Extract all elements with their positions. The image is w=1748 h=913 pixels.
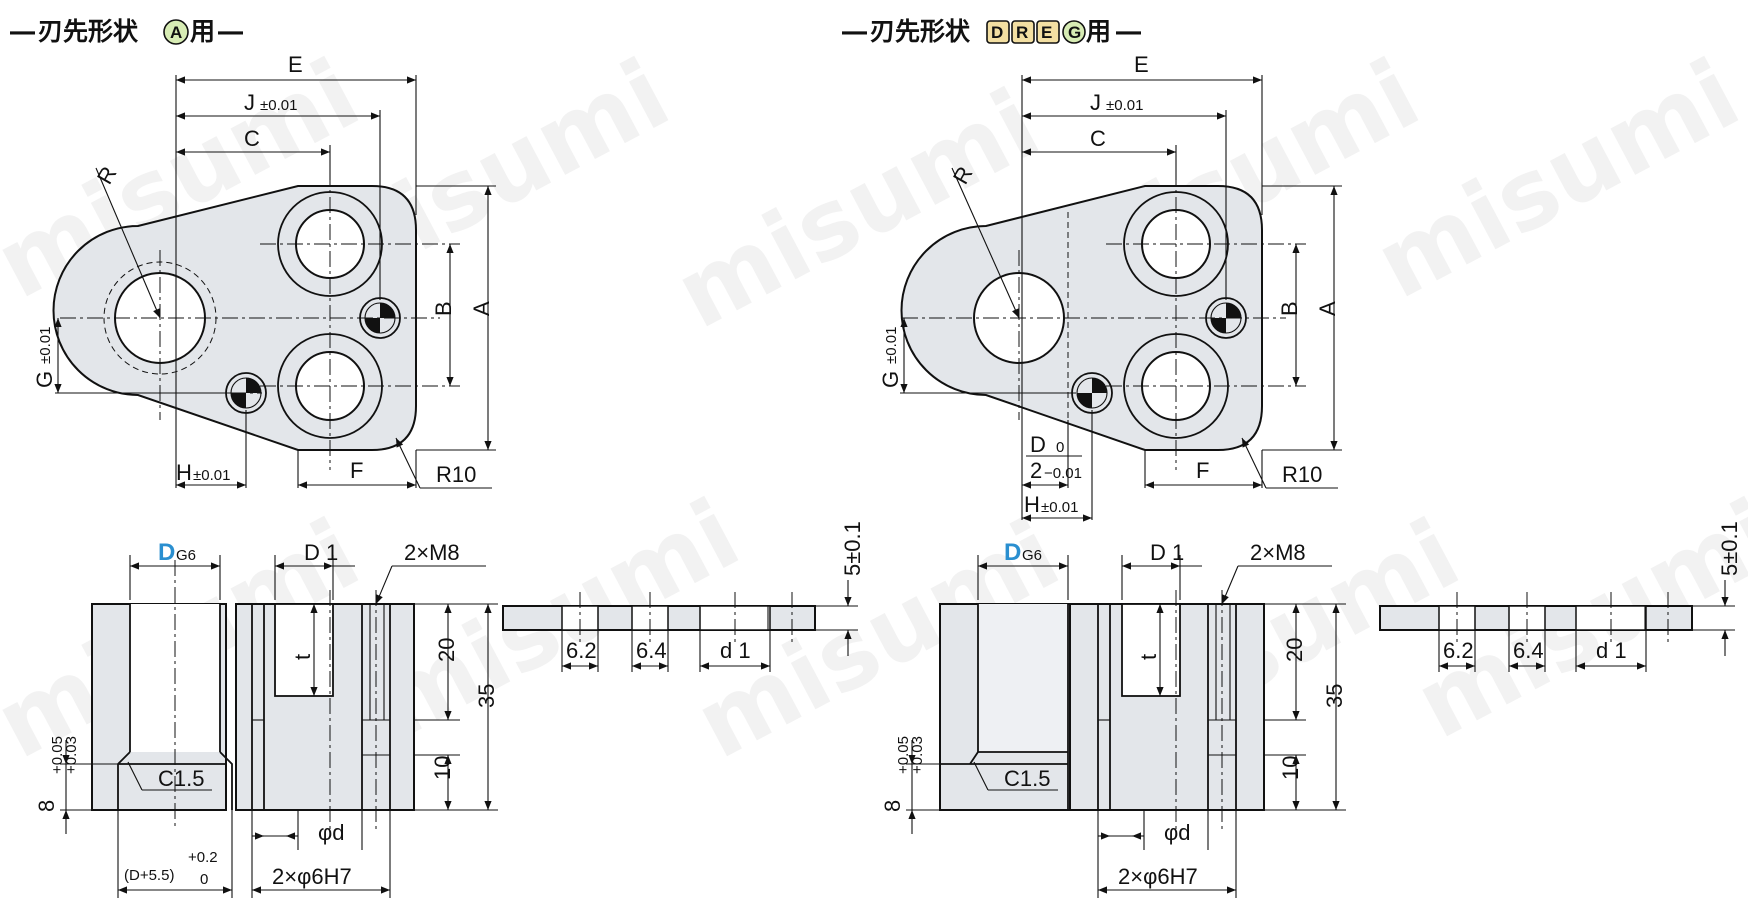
left-side-d1: d 1 bbox=[720, 638, 751, 663]
left-front-view: D G6 D 1 2×M8 t 20 35 10 8 +0.05 +0.03 C… bbox=[34, 539, 499, 898]
right-dim-b: B bbox=[1277, 301, 1302, 316]
right-side-62: 6.2 bbox=[1443, 638, 1474, 663]
right-side-strip: 6.2 6.4 d 1 5±0.1 bbox=[1379, 521, 1742, 672]
right-front-view: D G6 D 1 2×M8 t 20 35 10 8 +0.05 +0.03 C… bbox=[880, 539, 1347, 898]
right-depth-tol-up: +0.05 bbox=[895, 736, 912, 774]
right-m8: 2×M8 bbox=[1250, 540, 1306, 565]
left-dim-h-tol: ±0.01 bbox=[193, 467, 230, 484]
left-dim-h: H bbox=[176, 460, 192, 485]
right-dim-j: J bbox=[1090, 90, 1101, 115]
right-dim-f: F bbox=[1196, 458, 1209, 483]
left-dim-g: G bbox=[32, 371, 57, 388]
right-dim-h-tol: ±0.01 bbox=[1041, 499, 1078, 516]
left-dim-f: F bbox=[350, 458, 363, 483]
left-side-strip: 6.2 6.4 d 1 5±0.1 bbox=[502, 521, 865, 672]
right-badge-r: R bbox=[1016, 23, 1028, 42]
right-dim-r10: R10 bbox=[1282, 462, 1322, 487]
right-dim-h: H bbox=[1024, 492, 1040, 517]
right-side-thick: 5±0.1 bbox=[1717, 521, 1742, 576]
right-dg6-d: D bbox=[1004, 539, 1021, 566]
left-d55-tol-up: +0.2 bbox=[188, 849, 218, 866]
left-d55: (D+5.5) bbox=[124, 867, 174, 884]
left-dim-r10: R10 bbox=[436, 462, 476, 487]
left-badge-a: A bbox=[170, 23, 182, 42]
svg-text:misumi: misumi bbox=[1358, 38, 1748, 321]
left-dim35: 35 bbox=[474, 684, 499, 708]
left-dim-j: J bbox=[244, 90, 255, 115]
left-side-62: 6.2 bbox=[566, 638, 597, 663]
badge-d-icon bbox=[986, 20, 1010, 44]
right-top-view: E J ±0.01 C R B A G ±0.01 D 0 2 −0.01 H … bbox=[878, 52, 1342, 522]
right-dim35: 35 bbox=[1322, 684, 1347, 708]
right-side-64: 6.4 bbox=[1513, 638, 1544, 663]
right-badge-g: G bbox=[1068, 23, 1081, 42]
right-badge-e: E bbox=[1041, 23, 1052, 42]
right-dim-dh-tol-lo: −0.01 bbox=[1044, 465, 1082, 482]
left-phid: φd bbox=[318, 820, 345, 845]
right-t: t bbox=[1136, 654, 1161, 660]
left-dim-a: A bbox=[469, 301, 494, 316]
left-dim-g-tol: ±0.01 bbox=[37, 327, 54, 364]
left-title-pre: 刃先形状 bbox=[38, 17, 139, 46]
svg-text:―: ― bbox=[1116, 17, 1141, 46]
left-dim-e: E bbox=[288, 52, 303, 77]
right-title-post: 用 bbox=[1086, 17, 1111, 46]
left-top-view: E J ±0.01 C R B A G ±0.01 H ±0.01 F R10 bbox=[32, 52, 496, 489]
svg-text:―: ― bbox=[218, 17, 243, 46]
right-dim-c: C bbox=[1090, 126, 1106, 151]
left-depth-tol-lo: +0.03 bbox=[63, 736, 80, 774]
badge-g-icon bbox=[1062, 20, 1086, 44]
right-depth8: 8 bbox=[880, 800, 905, 812]
right-dim-g: G bbox=[878, 371, 903, 388]
left-d1: D 1 bbox=[304, 540, 338, 565]
right-dg6-g: G6 bbox=[1022, 547, 1042, 564]
left-c15: C1.5 bbox=[158, 766, 204, 791]
right-badge-d: D bbox=[991, 23, 1003, 42]
left-dim20: 20 bbox=[434, 638, 459, 662]
right-depth-tol-lo: +0.03 bbox=[909, 736, 926, 774]
right-dim-dh-tol-up: 0 bbox=[1056, 439, 1064, 456]
right-phid: φd bbox=[1164, 820, 1191, 845]
left-side-thick: 5±0.1 bbox=[840, 521, 865, 576]
left-dim10: 10 bbox=[430, 756, 455, 780]
right-dim-j-tol: ±0.01 bbox=[1106, 97, 1143, 114]
right-pin: 2×φ6H7 bbox=[1118, 864, 1198, 889]
left-d55-tol-lo: 0 bbox=[200, 871, 208, 888]
left-side-64: 6.4 bbox=[636, 638, 667, 663]
left-title-post: 用 bbox=[190, 17, 215, 46]
left-dim-j-tol: ±0.01 bbox=[260, 97, 297, 114]
svg-text:―: ― bbox=[10, 17, 35, 46]
right-dim-dh-den: 2 bbox=[1030, 458, 1042, 483]
left-t: t bbox=[290, 654, 315, 660]
right-dim-e: E bbox=[1134, 52, 1149, 77]
right-title-pre: 刃先形状 bbox=[870, 17, 971, 46]
left-depth8: 8 bbox=[34, 800, 59, 812]
badge-a-icon bbox=[163, 19, 189, 45]
right-dim-g-tol: ±0.01 bbox=[883, 327, 900, 364]
left-title: ― 刃先形状 A 用 ― bbox=[10, 17, 243, 46]
right-c15: C1.5 bbox=[1004, 766, 1050, 791]
right-dim10: 10 bbox=[1278, 756, 1303, 780]
right-dim20: 20 bbox=[1282, 638, 1307, 662]
left-dim-c: C bbox=[244, 126, 260, 151]
right-dim-dh-num: D bbox=[1030, 432, 1046, 457]
left-depth-tol-up: +0.05 bbox=[49, 736, 66, 774]
right-title: ― 刃先形状 D R E G 用 ― bbox=[842, 17, 1141, 46]
left-dim-b: B bbox=[431, 301, 456, 316]
left-dg6-d: D bbox=[158, 539, 175, 566]
right-dim-a: A bbox=[1315, 301, 1340, 316]
right-side-d1: d 1 bbox=[1596, 638, 1627, 663]
svg-text:―: ― bbox=[842, 17, 867, 46]
left-dg6-g: G6 bbox=[176, 547, 196, 564]
left-pin: 2×φ6H7 bbox=[272, 864, 352, 889]
badge-e-icon bbox=[1036, 20, 1060, 44]
left-m8: 2×M8 bbox=[404, 540, 460, 565]
right-d1: D 1 bbox=[1150, 540, 1184, 565]
badge-r-icon bbox=[1011, 20, 1035, 44]
